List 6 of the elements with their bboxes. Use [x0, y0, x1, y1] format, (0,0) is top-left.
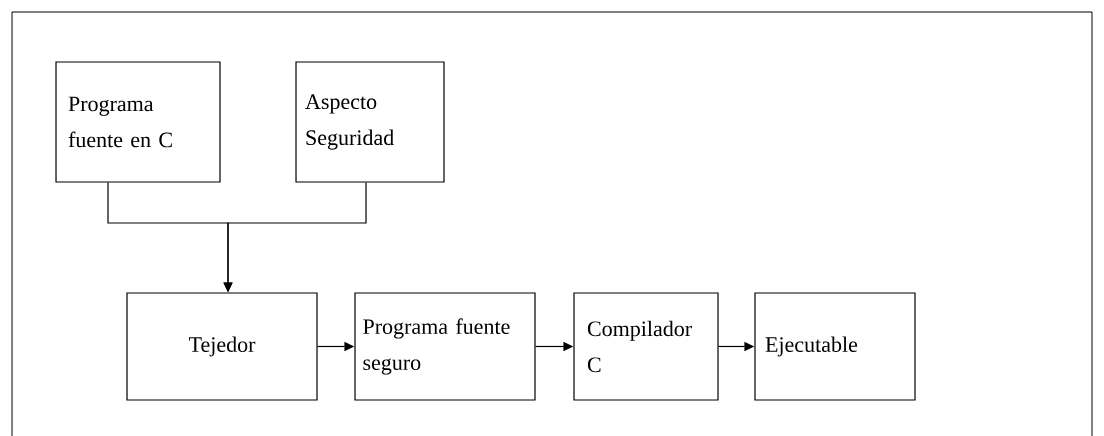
process-box: Tejedor — [126, 292, 318, 401]
process-box: Programa fuente seguro — [354, 292, 536, 401]
process-box: Ejecutable — [754, 292, 916, 401]
process-box: Compilador C — [573, 292, 719, 401]
process-box: Aspecto Seguridad — [295, 61, 445, 183]
process-box: Programa fuente en C — [55, 61, 221, 183]
